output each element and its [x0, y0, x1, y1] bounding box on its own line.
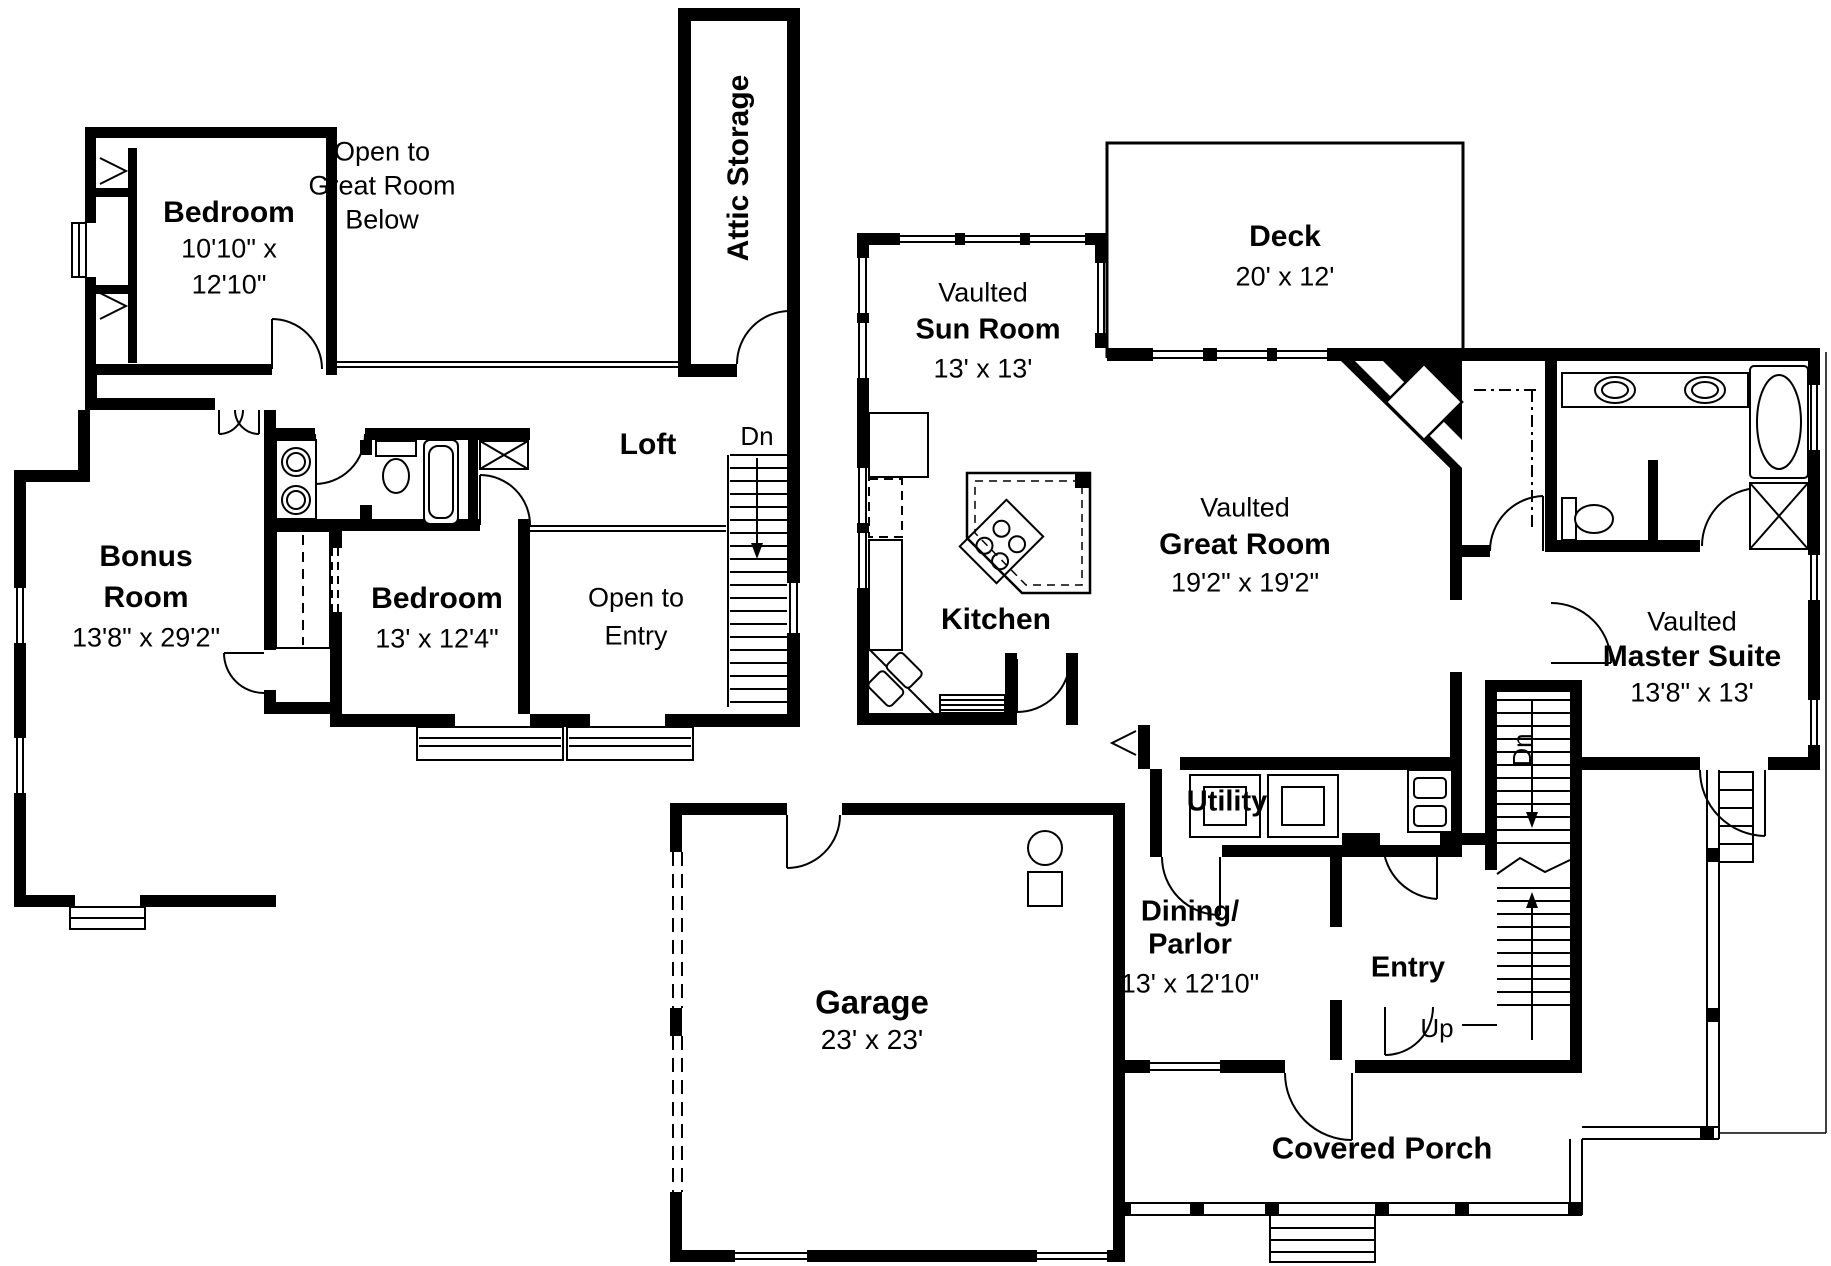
room-label-bedroom2: Bedroom	[371, 582, 503, 615]
label-stairs-down-upper: Dn	[740, 421, 774, 451]
room-dims-garage: 23' x 23'	[820, 1024, 924, 1055]
room-dims-bedroom-upper-1: 10'10" x	[181, 233, 277, 264]
room-label-loft: Loft	[619, 428, 677, 461]
room-label-kitchen: Kitchen	[940, 603, 1052, 636]
room-label-entry: Entry	[1370, 951, 1446, 984]
room-label-sunroom-prefix: Vaulted	[938, 277, 1028, 308]
utility-fixtures	[1189, 769, 1453, 838]
garage-fixtures	[1027, 830, 1063, 907]
room-label-greatroom: Great Room	[1159, 528, 1331, 561]
room-label-covered-porch: Covered Porch	[1271, 1130, 1493, 1166]
room-dims-dining: 13' x 12'10"	[1120, 968, 1260, 999]
room-dims-bonus: 13'8" x 29'2"	[71, 622, 221, 653]
stairs-main	[1462, 699, 1571, 1040]
room-label-bonus-2: Room	[103, 581, 189, 614]
walls-upper-floor	[14, 8, 800, 907]
fireplace	[1341, 361, 1464, 480]
stairs-upper-down-arrowhead	[751, 543, 763, 559]
room-label-dining-2: Parlor	[1148, 928, 1232, 961]
windows-main	[735, 235, 1818, 1260]
closet-rod-lines	[1474, 389, 1538, 528]
room-label-bonus-1: Bonus	[99, 540, 193, 573]
room-label-attic-storage: Attic Storage	[722, 74, 755, 262]
room-label-sunroom: Sun Room	[915, 313, 1061, 346]
kitchen-island	[958, 471, 1092, 595]
room-dims-bedroom2: 13' x 12'4"	[375, 623, 499, 654]
room-label-bedroom-upper: Bedroom	[163, 196, 295, 229]
railings-upper	[337, 361, 726, 532]
label-open-below-2: Great Room	[308, 170, 456, 201]
covered-porch	[1113, 352, 1827, 1263]
stairs-upper	[727, 454, 787, 707]
room-label-master: Master Suite	[1602, 640, 1782, 673]
label-stairs-down-main: Dn	[1507, 733, 1537, 767]
deck-outline	[1105, 141, 1465, 358]
room-dims-greatroom: 19'2" x 19'2"	[1170, 567, 1320, 598]
room-dims-master: 13'8" x 13'	[1630, 677, 1754, 708]
garage-doors	[672, 852, 683, 1192]
doors-main	[786, 487, 1766, 1141]
room-dims-sunroom: 13' x 13'	[933, 353, 1033, 384]
room-label-dining-1: Dining/	[1140, 895, 1240, 928]
room-dims-deck: 20' x 12'	[1235, 261, 1335, 292]
label-open-below-3: Below	[345, 204, 419, 235]
room-label-utility: Utility	[1186, 785, 1268, 818]
label-stairs-up-main: Up	[1420, 1013, 1454, 1043]
label-open-below-1: Open to	[333, 136, 431, 167]
room-label-deck: Deck	[1249, 220, 1321, 253]
room-label-garage: Garage	[815, 983, 929, 1021]
label-open-entry-2: Entry	[604, 620, 668, 651]
label-open-entry-1: Open to	[587, 582, 685, 613]
master-bath-fixtures	[1561, 365, 1809, 550]
stairs-main-down-arrowhead	[1526, 812, 1538, 828]
room-label-master-prefix: Vaulted	[1647, 606, 1737, 637]
stairs-main-up-arrowhead	[1526, 892, 1538, 908]
room-dims-bedroom-upper-2: 12'10"	[191, 269, 267, 300]
doors-upper	[218, 310, 791, 694]
room-label-greatroom-prefix: Vaulted	[1200, 492, 1290, 523]
windows-upper	[16, 222, 798, 930]
fixtures-upper-bath	[275, 439, 529, 525]
kitchen-fixtures	[864, 412, 1006, 719]
closets-upper	[99, 157, 339, 649]
